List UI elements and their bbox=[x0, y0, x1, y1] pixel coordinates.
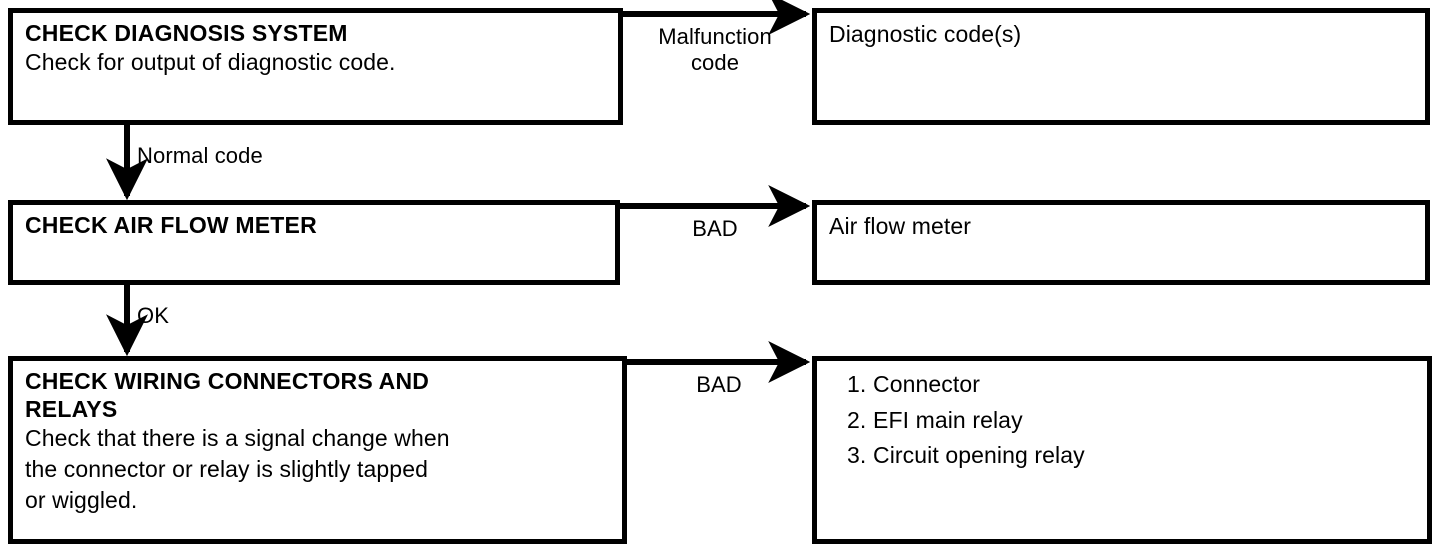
edge-label-bad-wiring-connectors: BAD bbox=[696, 372, 742, 397]
result-box-diagnostic-codes: Diagnostic code(s) bbox=[812, 8, 1430, 125]
step-title: CHECK DIAGNOSIS SYSTEM bbox=[25, 20, 348, 46]
step-title: CHECK AIR FLOW METER bbox=[25, 212, 317, 238]
step-box-check-air-flow-meter: CHECK AIR FLOW METER bbox=[8, 200, 620, 285]
list-item-label: EFI main relay bbox=[873, 406, 1023, 433]
step-body: Check for output of diagnostic code. bbox=[25, 49, 396, 76]
edge-label-normal-code: Normal code bbox=[137, 143, 263, 168]
step-box-check-diagnosis-system: CHECK DIAGNOSIS SYSTEM Check for output … bbox=[8, 8, 623, 125]
list-item-label: Connector bbox=[873, 371, 981, 397]
result-title: Diagnostic code(s) bbox=[829, 21, 1022, 47]
edge-label-bad-air-flow-meter: BAD bbox=[692, 216, 738, 241]
list-item-number: 2. bbox=[847, 406, 867, 433]
step-box-check-wiring-connectors-and-relays: CHECK WIRING CONNECTORS AND RELAYS Check… bbox=[8, 356, 627, 544]
result-title: Air flow meter bbox=[829, 213, 971, 239]
list-item-label: Circuit opening relay bbox=[873, 442, 1085, 469]
step-body: Check that there is a signal change when… bbox=[25, 425, 450, 514]
edge-label-ok: OK bbox=[137, 303, 169, 328]
list-item: 2. EFI main relay bbox=[847, 403, 1417, 439]
result-box-wiring-connector-causes: 1. Connector 2. EFI main relay 3. Circui… bbox=[812, 356, 1432, 544]
result-box-air-flow-meter: Air flow meter bbox=[812, 200, 1430, 285]
list-item: 3. Circuit opening relay bbox=[847, 438, 1417, 474]
list-item-number: 1. bbox=[847, 371, 867, 397]
result-item-list: 1. Connector 2. EFI main relay 3. Circui… bbox=[829, 367, 1417, 474]
step-title: CHECK WIRING CONNECTORS AND RELAYS bbox=[25, 368, 430, 423]
list-item: 1. Connector bbox=[847, 367, 1417, 403]
edge-label-malfunction-code: Malfunction code bbox=[658, 24, 772, 76]
list-item-number: 3. bbox=[847, 442, 867, 469]
